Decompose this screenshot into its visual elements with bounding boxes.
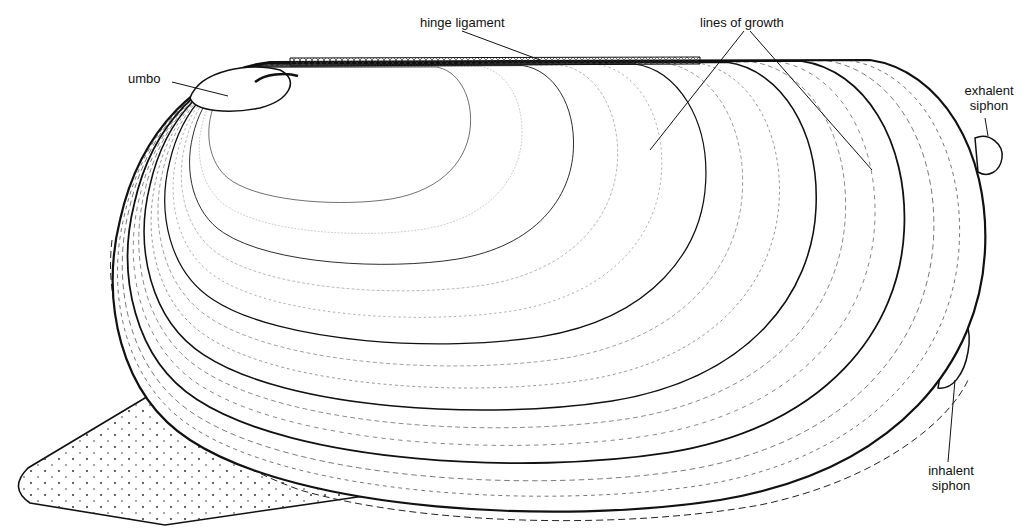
growth-line: [133, 62, 875, 446]
part-label: lines of growth: [700, 16, 784, 31]
part-label: umbo: [128, 72, 161, 87]
growth-line: [165, 64, 706, 344]
shell-outline: [113, 60, 986, 512]
part-label: hinge ligament: [420, 16, 505, 31]
umbo-mark: [255, 74, 298, 82]
growth-line: [144, 62, 816, 410]
part-label: inhalent siphon: [920, 464, 982, 494]
growth-line: [181, 65, 617, 291]
growth-line: [128, 61, 905, 463]
growth-line: [151, 63, 779, 388]
growth-line: [158, 63, 743, 366]
exhalent-siphon: [975, 136, 1002, 174]
growth-line: [122, 61, 934, 481]
hinge-ligament: [290, 57, 700, 66]
growth-line: [139, 62, 846, 428]
growth-line: [190, 66, 574, 265]
part-label: exhalent siphon: [958, 84, 1020, 114]
leader-lines: [172, 31, 988, 462]
growth-line: [173, 64, 662, 317]
